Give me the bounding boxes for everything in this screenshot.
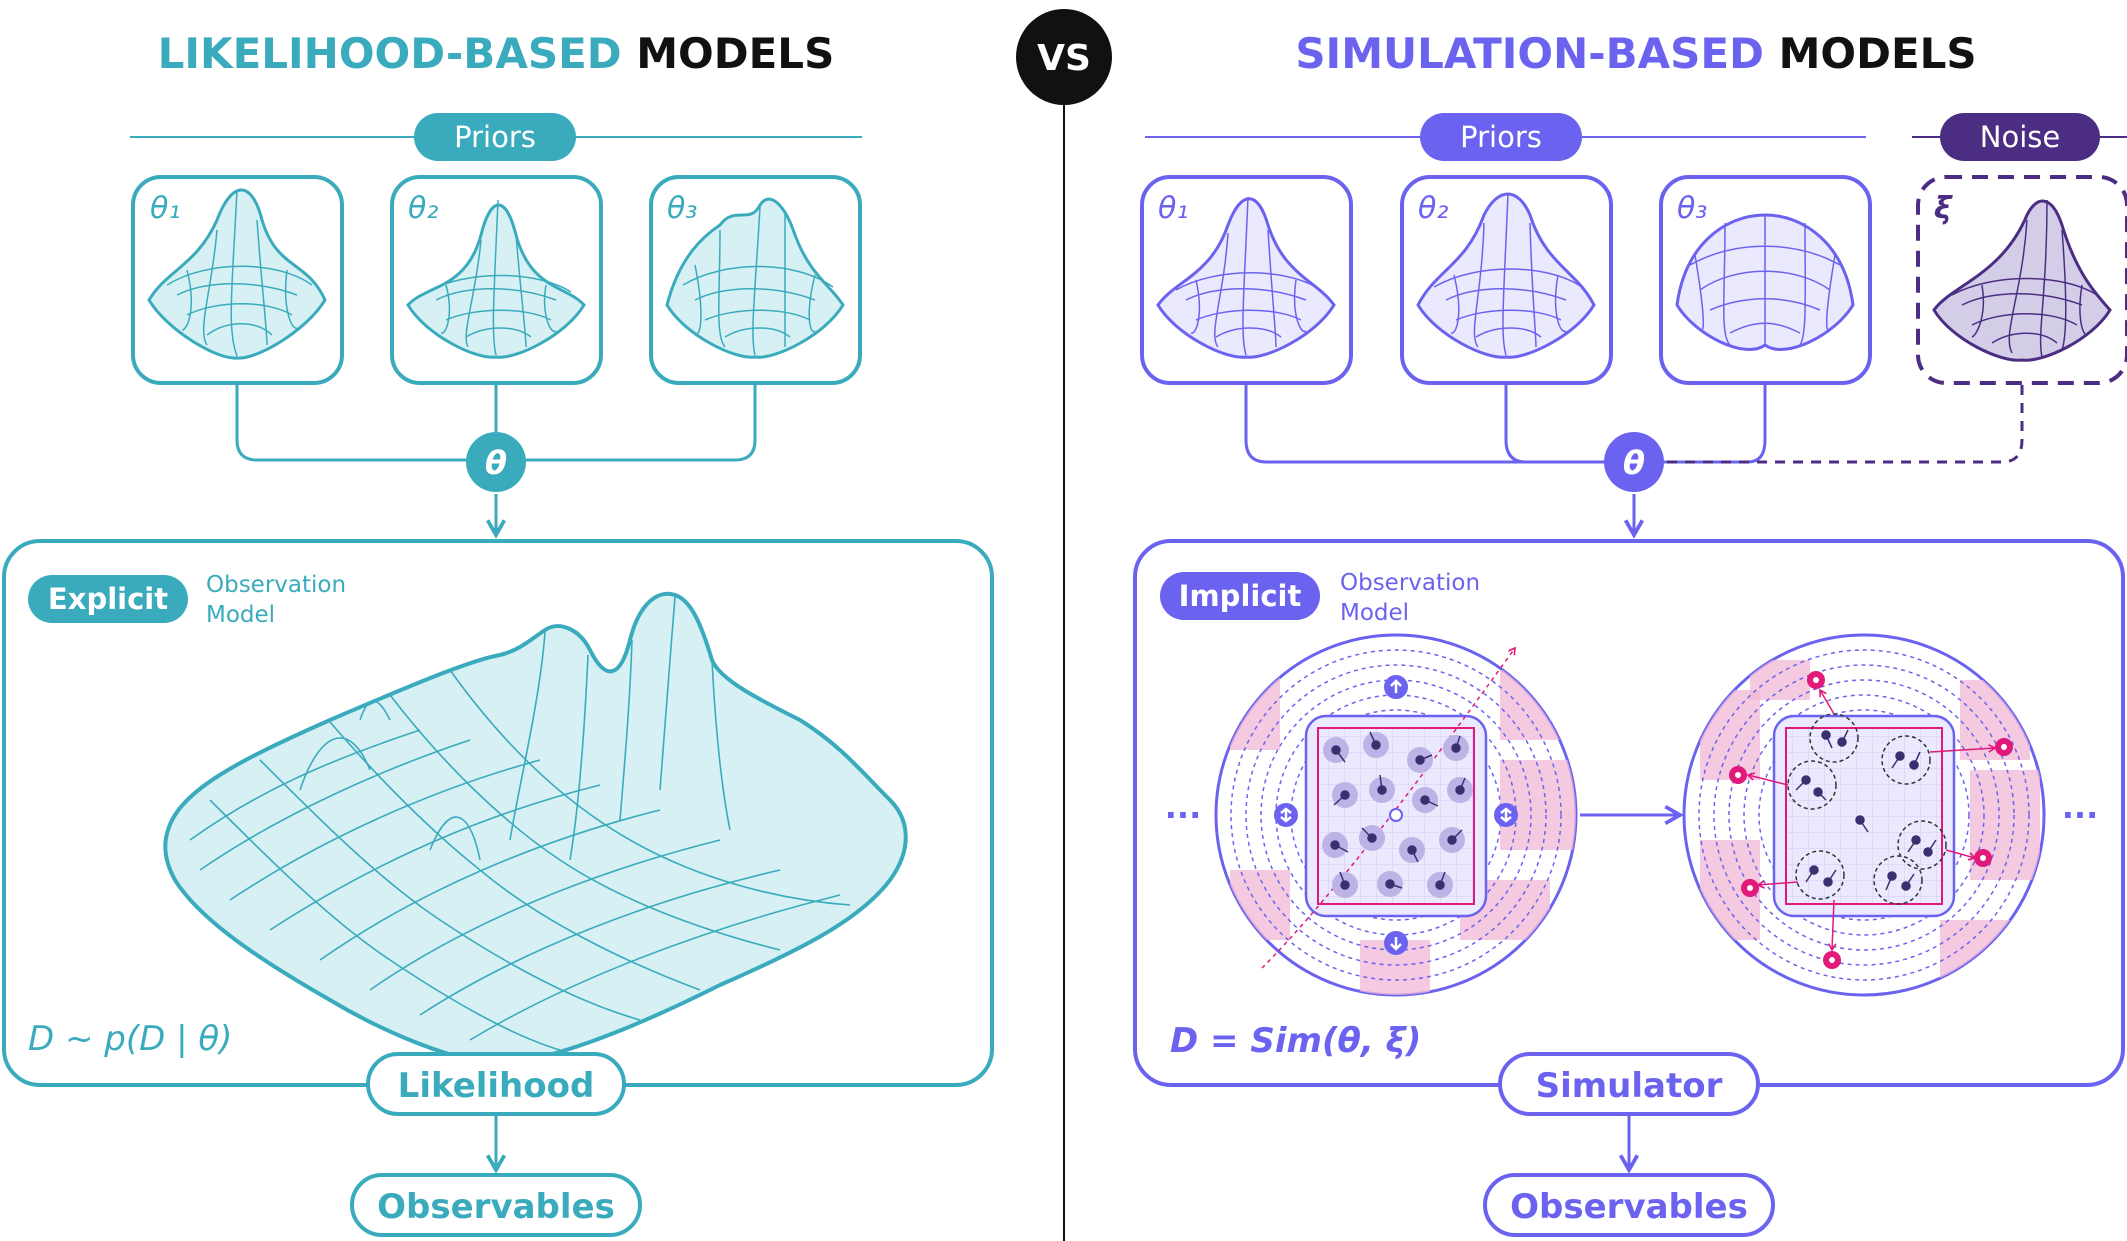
right-observables-pill: Observables xyxy=(1483,1173,1775,1237)
right-prior-symbol-3: θ₃ xyxy=(1677,191,1707,226)
right-prior-symbol-1: θ₁ xyxy=(1158,191,1188,226)
right-prior-box-1: θ₁ xyxy=(1140,175,1353,385)
left-prior-box-1: θ₁ xyxy=(131,175,344,385)
right-title-rest: MODELS xyxy=(1779,29,1977,78)
vs-label: VS xyxy=(1037,38,1091,79)
right-panel: SIMULATION-BASED MODELS Priors Noise θ₁ xyxy=(1133,29,2127,1237)
left-observables-label: Observables xyxy=(377,1187,615,1227)
left-prior-box-2: θ₂ xyxy=(390,175,603,385)
left-theta-node: θ xyxy=(466,432,526,492)
simulation-state-2 xyxy=(1682,633,2046,997)
left-prior-symbol-2: θ₂ xyxy=(408,191,438,226)
right-theta-node: θ xyxy=(1604,432,1664,492)
implicit-badge-label: Implicit xyxy=(1179,579,1302,613)
noise-pill: Noise xyxy=(1940,113,2100,161)
noise-box: ξ xyxy=(1916,175,2127,385)
left-formula: D ~ p(D | θ) xyxy=(28,1019,232,1059)
right-theta-label: θ xyxy=(1623,444,1645,482)
left-priors-pill: Priors xyxy=(414,113,576,161)
explicit-badge-label: Explicit xyxy=(48,582,168,616)
left-prior-surface-2 xyxy=(406,199,586,359)
right-formula: D = Sim(θ, ξ) xyxy=(1170,1021,1421,1061)
right-prior-box-3: θ₃ xyxy=(1659,175,1872,385)
left-title-accent: LIKELIHOOD-BASED xyxy=(158,29,622,78)
right-ellipsis-left: ... xyxy=(1165,788,1201,826)
right-priors-pill: Priors xyxy=(1420,113,1582,161)
likelihood-surface xyxy=(163,591,908,1066)
left-model-caption-2: Model xyxy=(206,602,275,628)
likelihood-label: Likelihood xyxy=(398,1066,595,1106)
left-title: LIKELIHOOD-BASED MODELS xyxy=(158,29,835,78)
right-prior-surface-1 xyxy=(1156,196,1336,359)
left-model-caption-1: Observation xyxy=(206,572,346,598)
right-model-caption-2: Model xyxy=(1340,600,1409,626)
noise-symbol: ξ xyxy=(1934,191,1953,226)
right-observables-label: Observables xyxy=(1510,1187,1748,1227)
noise-surface xyxy=(1932,199,2112,362)
right-title-accent: SIMULATION-BASED xyxy=(1295,29,1764,78)
right-prior-surface-3 xyxy=(1675,213,1855,351)
vs-badge: VS xyxy=(1016,9,1112,105)
explicit-badge: Explicit xyxy=(28,575,188,623)
right-ellipsis-right: ... xyxy=(2062,788,2098,826)
left-prior-symbol-3: θ₃ xyxy=(667,191,697,226)
left-theta-label: θ xyxy=(485,444,507,482)
implicit-badge: Implicit xyxy=(1160,572,1320,620)
noise-connector xyxy=(1665,385,2024,464)
right-title: SIMULATION-BASED MODELS xyxy=(1295,29,1976,78)
left-panel: LIKELIHOOD-BASED MODELS Priors θ₁ θ₂ xyxy=(2,29,994,1237)
simulation-particles-1 xyxy=(1322,731,1473,898)
simulator-label: Simulator xyxy=(1536,1066,1723,1106)
left-title-rest: MODELS xyxy=(636,29,834,78)
noise-label: Noise xyxy=(1980,120,2060,154)
simulator-pill: Simulator xyxy=(1498,1052,1760,1116)
right-priors-label: Priors xyxy=(1460,120,1542,154)
simulation-state-1 xyxy=(1214,633,1578,997)
likelihood-pill: Likelihood xyxy=(366,1052,626,1116)
left-priors-label: Priors xyxy=(454,120,536,154)
right-model-caption-1: Observation xyxy=(1340,570,1480,596)
left-observables-pill: Observables xyxy=(350,1173,642,1237)
left-prior-symbol-1: θ₁ xyxy=(150,191,180,226)
right-prior-surface-2 xyxy=(1416,192,1596,359)
left-prior-box-3: θ₃ xyxy=(649,175,862,385)
right-prior-box-2: θ₂ xyxy=(1400,175,1613,385)
left-prior-surface-1 xyxy=(147,188,327,360)
right-prior-connector xyxy=(1244,385,1767,464)
left-prior-surface-3 xyxy=(665,197,845,359)
right-prior-symbol-2: θ₂ xyxy=(1418,191,1448,226)
